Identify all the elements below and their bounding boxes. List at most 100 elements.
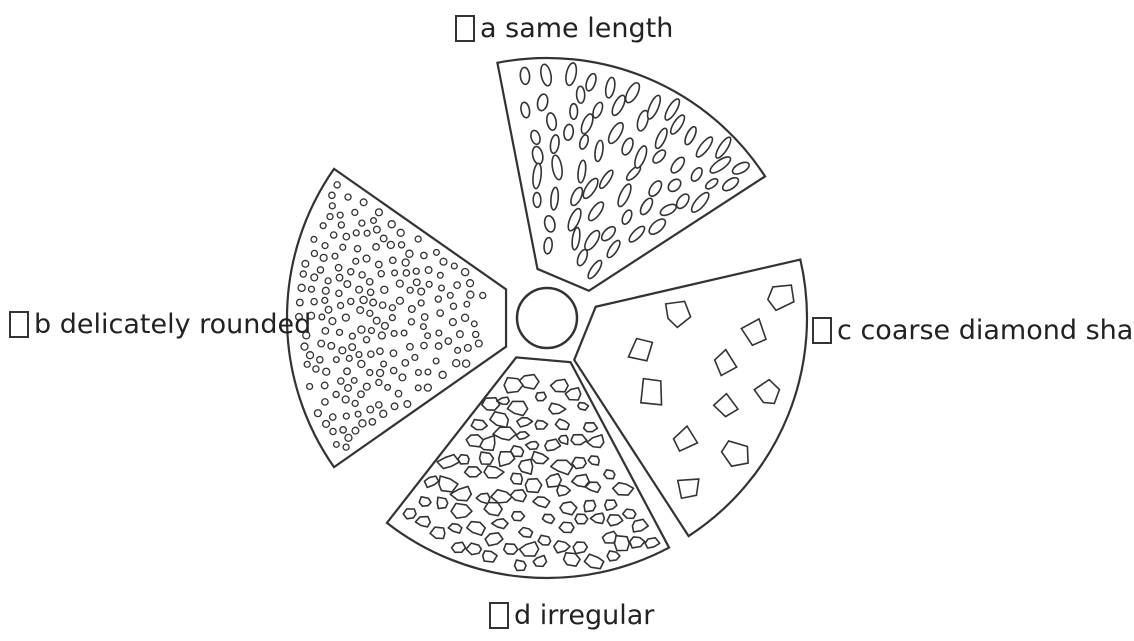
checkbox-icon[interactable] [812, 317, 832, 344]
grain-mark [447, 293, 453, 299]
grain-mark [421, 252, 427, 258]
grain-mark [412, 355, 418, 361]
grain-mark [352, 209, 358, 215]
grain-mark [408, 319, 414, 325]
option-c-label: coarse diamond shape [860, 315, 1134, 346]
grain-mark [381, 361, 387, 367]
grain-mark [369, 328, 375, 334]
grain-mark [317, 267, 323, 273]
grain-mark [358, 360, 365, 367]
grain-mark [406, 250, 413, 257]
grain-mark [343, 233, 350, 240]
option-c-checkbox[interactable]: c coarse diamond shape [812, 315, 1134, 346]
grain-mark [330, 428, 336, 434]
grain-mark [322, 287, 329, 294]
grain-mark [387, 241, 394, 248]
grain-mark [311, 236, 317, 242]
grain-mark [457, 331, 464, 338]
grain-mark [421, 314, 427, 320]
grain-mark [615, 536, 630, 551]
checkbox-icon[interactable] [455, 15, 475, 42]
grain-mark [356, 286, 363, 293]
grain-mark [407, 287, 413, 293]
option-a-checkbox[interactable]: a same length [455, 13, 673, 44]
grain-mark [352, 400, 358, 406]
grain-mark [348, 298, 354, 304]
grain-mark [538, 535, 551, 545]
grain-mark [475, 340, 482, 347]
grain-mark [327, 214, 333, 220]
grain-mark [334, 182, 340, 188]
grain-mark [389, 305, 395, 311]
grain-mark [473, 331, 479, 337]
grain-mark [536, 392, 547, 400]
grain-mark [512, 512, 525, 521]
grain-mark [439, 285, 445, 291]
grain-mark [339, 347, 346, 354]
grain-mark [309, 286, 315, 292]
grain-mark [402, 259, 409, 266]
grain-mark [355, 411, 361, 417]
checkbox-icon[interactable] [489, 602, 509, 629]
grain-mark [319, 314, 325, 320]
grain-mark [435, 296, 441, 302]
grain-mark [421, 342, 427, 348]
grain-mark [338, 378, 344, 384]
grain-mark [320, 223, 326, 229]
grain-mark [533, 192, 541, 207]
grain-mark [334, 442, 340, 448]
grain-mark [376, 261, 382, 267]
checkbox-icon[interactable] [9, 311, 29, 338]
grain-mark [373, 244, 379, 250]
grain-mark [307, 352, 314, 359]
grain-mark [373, 317, 380, 324]
grain-mark [354, 246, 360, 252]
grain-mark [358, 326, 365, 333]
grain-mark [325, 278, 331, 284]
option-d-checkbox[interactable]: d irregular [489, 600, 654, 631]
grain-mark [395, 390, 401, 396]
grain-mark [307, 384, 313, 390]
grain-mark [391, 331, 397, 337]
grain-mark [328, 343, 335, 350]
grain-mark [333, 357, 339, 363]
grain-mark [575, 514, 588, 524]
grain-mark [415, 236, 421, 242]
grain-mark [317, 357, 323, 363]
grain-mark [311, 274, 318, 281]
grain-mark [401, 330, 407, 336]
grain-mark [641, 379, 662, 405]
grain-mark [336, 329, 342, 335]
grain-mark [342, 396, 349, 403]
grain-mark [322, 328, 328, 334]
grain-mark [363, 383, 370, 390]
grain-mark [367, 370, 373, 376]
grain-mark [396, 297, 403, 304]
grain-mark [572, 457, 586, 468]
grain-mark [351, 378, 357, 384]
grain-mark [378, 271, 384, 277]
option-b-checkbox[interactable]: b delicately rounded [9, 309, 311, 340]
grain-mark [391, 367, 397, 373]
grain-mark [480, 292, 486, 298]
grain-mark [345, 385, 352, 392]
grain-mark [377, 369, 384, 376]
grain-mark [375, 209, 382, 216]
grain-mark [576, 86, 585, 103]
grain-mark [353, 230, 359, 236]
grain-mark [570, 104, 578, 120]
grain-mark [389, 315, 395, 321]
grain-mark [464, 301, 470, 307]
option-a-letter: a [480, 13, 497, 44]
grain-mark [367, 406, 374, 413]
option-a-label: same length [505, 13, 673, 44]
grain-mark [357, 307, 364, 314]
grain-mark [397, 229, 404, 236]
grain-mark [314, 410, 321, 417]
grain-mark [437, 497, 447, 508]
grain-mark [436, 330, 442, 336]
grain-mark [329, 192, 335, 198]
grain-mark [435, 343, 441, 349]
grain-mark [345, 194, 351, 200]
grain-mark [344, 368, 351, 375]
